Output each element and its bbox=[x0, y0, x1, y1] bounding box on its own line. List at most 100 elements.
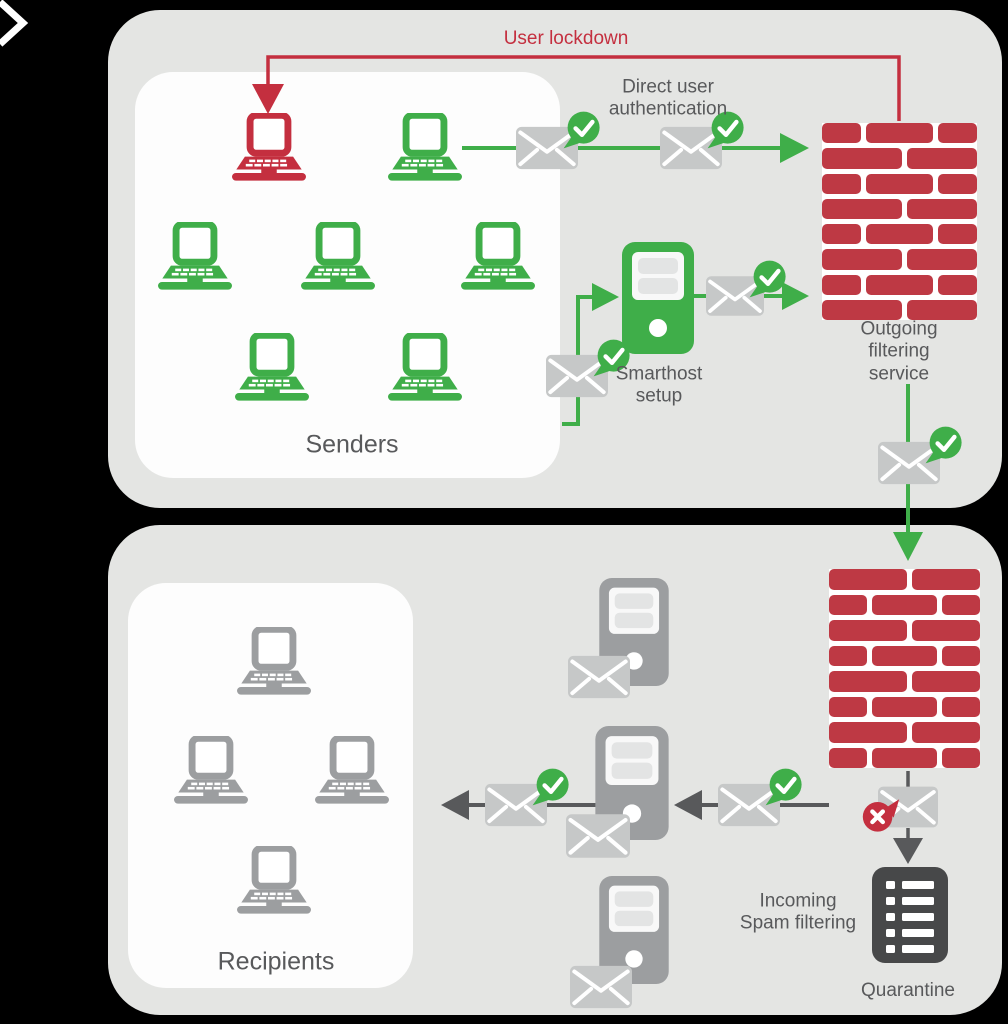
brick bbox=[941, 594, 980, 615]
brick-row bbox=[829, 696, 980, 717]
brick bbox=[829, 594, 868, 615]
brick bbox=[912, 569, 980, 590]
approved-envelope-icon bbox=[660, 126, 722, 170]
sender-laptop-icon bbox=[229, 333, 315, 403]
brick-row bbox=[829, 594, 980, 615]
brick bbox=[907, 198, 977, 219]
recipients-label: Recipients bbox=[217, 947, 335, 976]
envelope-icon bbox=[570, 965, 632, 1009]
senders-label: Senders bbox=[305, 430, 399, 459]
recipient-laptop-icon bbox=[309, 736, 395, 806]
brick-row bbox=[822, 299, 977, 320]
brick bbox=[822, 274, 862, 295]
sender-laptop-icon bbox=[152, 222, 238, 292]
brick bbox=[937, 274, 977, 295]
brick bbox=[872, 645, 937, 666]
brick bbox=[872, 696, 937, 717]
check-badge-icon bbox=[531, 767, 571, 807]
quarantine-label: Quarantine bbox=[860, 979, 956, 1001]
brick bbox=[912, 671, 980, 692]
incoming-firewall-icon bbox=[829, 569, 980, 768]
envelope-icon bbox=[566, 813, 630, 859]
brick-row bbox=[822, 148, 977, 169]
brick bbox=[941, 645, 980, 666]
incoming-spam-filtering-label: Incoming Spam filtering bbox=[739, 890, 857, 934]
chevron-right-icon[interactable] bbox=[0, 0, 34, 52]
rejected-envelope-icon bbox=[878, 786, 938, 828]
approved-envelope-icon bbox=[516, 126, 578, 170]
brick bbox=[866, 173, 933, 194]
brick bbox=[941, 696, 980, 717]
approved-envelope-icon bbox=[706, 275, 764, 317]
brick bbox=[937, 123, 977, 144]
brick bbox=[829, 569, 908, 590]
brick bbox=[829, 747, 868, 768]
x-badge-icon bbox=[860, 796, 900, 836]
brick-row bbox=[829, 722, 980, 743]
brick-row bbox=[829, 645, 980, 666]
approved-envelope-icon bbox=[546, 354, 608, 398]
brick bbox=[822, 299, 903, 320]
recipient-laptop-icon bbox=[231, 627, 317, 697]
envelope-icon bbox=[568, 655, 630, 699]
check-badge-icon bbox=[924, 425, 964, 465]
outgoing-filtering-label: Outgoing filtering service bbox=[860, 318, 938, 385]
check-badge-icon bbox=[562, 110, 602, 150]
brick bbox=[912, 620, 980, 641]
recipient-laptop-icon bbox=[231, 846, 317, 916]
smarthost-server-icon bbox=[622, 242, 694, 354]
brick bbox=[822, 148, 903, 169]
brick-row bbox=[822, 173, 977, 194]
brick bbox=[822, 224, 862, 245]
delivery-arrowhead-left bbox=[441, 790, 469, 820]
outgoing-firewall-icon bbox=[822, 123, 977, 320]
approved-envelope-icon bbox=[485, 783, 547, 827]
brick-row bbox=[829, 671, 980, 692]
sender-laptop-icon bbox=[295, 222, 381, 292]
brick bbox=[822, 198, 903, 219]
smarthost-out-arrowhead bbox=[782, 282, 809, 310]
check-badge-icon bbox=[764, 767, 804, 807]
smarthost-in-arrowhead bbox=[592, 283, 619, 311]
approved-envelope-icon bbox=[718, 783, 780, 827]
recipient-laptop-icon bbox=[168, 736, 254, 806]
sender-laptop-icon bbox=[382, 113, 468, 183]
brick-row bbox=[829, 620, 980, 641]
brick bbox=[829, 645, 868, 666]
brick-row bbox=[822, 123, 977, 144]
blocked-sender-laptop-icon bbox=[226, 113, 312, 183]
brick-row bbox=[829, 747, 980, 768]
brick bbox=[937, 224, 977, 245]
wall-to-wall-arrowhead bbox=[893, 532, 923, 561]
brick bbox=[907, 249, 977, 270]
user-lockdown-arrowhead bbox=[252, 84, 284, 114]
approved-envelope-icon bbox=[878, 441, 940, 485]
user-lockdown-label: User lockdown bbox=[503, 27, 629, 49]
brick-row bbox=[829, 569, 980, 590]
sender-laptop-icon bbox=[455, 222, 541, 292]
direct-auth-arrowhead bbox=[780, 133, 809, 163]
brick bbox=[822, 173, 862, 194]
sender-laptop-icon bbox=[382, 333, 468, 403]
brick bbox=[912, 722, 980, 743]
brick bbox=[822, 249, 903, 270]
check-badge-icon bbox=[748, 259, 788, 299]
delivery-arrowhead-right bbox=[674, 790, 702, 820]
brick bbox=[829, 722, 908, 743]
brick bbox=[872, 594, 937, 615]
brick bbox=[829, 671, 908, 692]
brick bbox=[866, 274, 933, 295]
brick bbox=[822, 123, 862, 144]
brick bbox=[866, 224, 933, 245]
smarthost-label: Smarthost setup bbox=[615, 363, 703, 407]
brick bbox=[937, 173, 977, 194]
brick-row bbox=[822, 274, 977, 295]
direct-user-authentication-label: Direct user authentication bbox=[608, 76, 728, 120]
user-lockdown-line bbox=[266, 55, 901, 121]
quarantine-icon bbox=[872, 867, 948, 963]
brick bbox=[866, 123, 933, 144]
brick bbox=[829, 696, 868, 717]
brick-row bbox=[822, 198, 977, 219]
brick bbox=[907, 148, 977, 169]
